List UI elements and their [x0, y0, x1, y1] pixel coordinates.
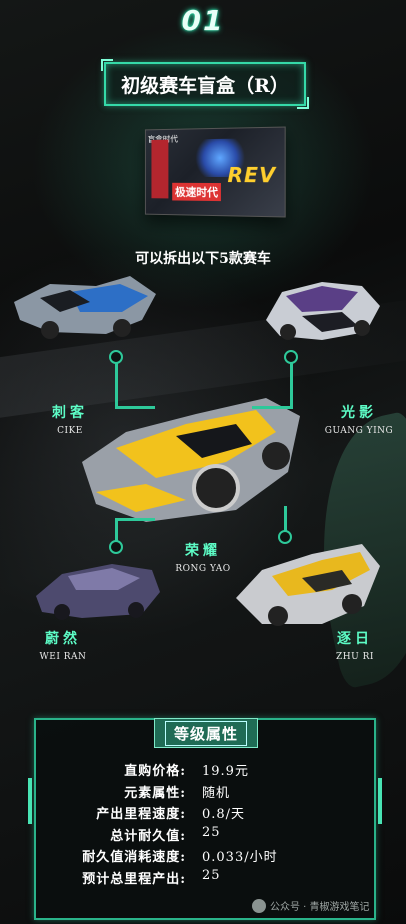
box-brand: REV	[227, 162, 277, 188]
attribute-value: 0.033/小时	[202, 850, 278, 865]
attribute-value: 0.8/天	[202, 807, 246, 822]
car-name-en: CIKE	[57, 426, 83, 436]
box-logo: 极速时代	[172, 182, 221, 202]
attribute-row: 预计总里程产出: 25	[36, 868, 374, 890]
connector-line	[252, 406, 293, 409]
connector-line	[115, 362, 118, 408]
blind-box-image: 盲盒时代 极速时代 REV	[144, 126, 286, 218]
wechat-icon	[252, 898, 266, 913]
car-image-cike	[10, 272, 160, 350]
subtitle: 可以拆出以下5款赛车	[135, 251, 271, 267]
attribute-value: 25	[202, 824, 221, 840]
connector-line	[115, 406, 155, 409]
car-name-en: ZHU RI	[336, 652, 374, 662]
box-stripe	[151, 139, 169, 199]
attribute-value: 19.9元	[202, 764, 249, 779]
corner-decoration	[101, 59, 113, 71]
car-label-weiran: 蔚然 WEI RAN	[18, 628, 108, 662]
attributes-list: 直购价格: 19.9元 元素属性: 随机 产出里程速度: 0.8/天 总计耐久值…	[36, 760, 374, 889]
page-title: 初级赛车盲盒（R）	[101, 59, 309, 109]
connector-dot	[109, 350, 123, 364]
attributes-heading-text: 等级属性	[164, 720, 247, 746]
car-label-zhuri: 逐日 ZHU RI	[310, 628, 400, 662]
connector-dot	[284, 350, 298, 364]
connector-line	[115, 520, 118, 544]
attribute-label: 耐久值消耗速度:	[82, 850, 186, 865]
connector-line	[290, 362, 293, 408]
car-name-cn: 蔚然	[45, 631, 81, 647]
page-title-text: 初级赛车盲盒（R）	[121, 74, 289, 97]
car-name-en: GUANG YING	[324, 426, 394, 436]
attribute-label: 总计耐久值:	[110, 828, 186, 844]
car-name-cn: 荣耀	[185, 543, 221, 559]
attribute-value: 随机	[202, 785, 231, 801]
attribute-row: 直购价格: 19.9元	[36, 760, 374, 782]
attributes-heading: 等级属性	[154, 718, 258, 748]
car-name-en: RONG YAO	[175, 564, 231, 574]
car-label-guangying: 光影 GUANG YING	[314, 402, 404, 436]
car-name-en: WEI RAN	[39, 652, 87, 662]
car-image-rongyao	[76, 392, 306, 532]
attribute-row: 产出里程速度: 0.8/天	[36, 803, 374, 825]
car-image-weiran	[32, 556, 162, 626]
attribute-label: 产出里程速度:	[96, 807, 186, 822]
car-name-cn: 逐日	[337, 631, 373, 647]
attribute-row: 元素属性: 随机	[36, 782, 374, 804]
panel-side-accent	[28, 778, 32, 824]
connector-line	[284, 506, 287, 534]
attribute-label: 直购价格:	[124, 764, 186, 779]
section-number: 01	[181, 4, 225, 37]
panel-side-accent	[378, 778, 382, 824]
attribute-row: 耐久值消耗速度: 0.033/小时	[36, 846, 374, 868]
watermark: 公众号 · 青椒游戏笔记	[252, 898, 370, 913]
car-label-cike: 刺客 CIKE	[25, 402, 115, 436]
car-name-cn: 光影	[341, 405, 377, 421]
connector-dot	[109, 540, 123, 554]
attribute-label: 元素属性:	[124, 785, 186, 801]
attribute-value: 25	[202, 867, 221, 883]
attribute-label: 预计总里程产出:	[82, 871, 186, 887]
attribute-row: 总计耐久值: 25	[36, 825, 374, 847]
car-name-cn: 刺客	[52, 405, 88, 421]
attributes-panel: 等级属性 直购价格: 19.9元 元素属性: 随机 产出里程速度: 0.8/天 …	[28, 718, 382, 920]
car-image-guangying	[262, 276, 382, 346]
car-label-rongyao: 荣耀 RONG YAO	[158, 540, 248, 574]
watermark-text: 公众号 · 青椒游戏笔记	[270, 902, 370, 913]
corner-decoration	[297, 97, 309, 109]
car-image-zhuri	[232, 540, 382, 630]
connector-line	[115, 518, 155, 521]
connector-dot	[278, 530, 292, 544]
